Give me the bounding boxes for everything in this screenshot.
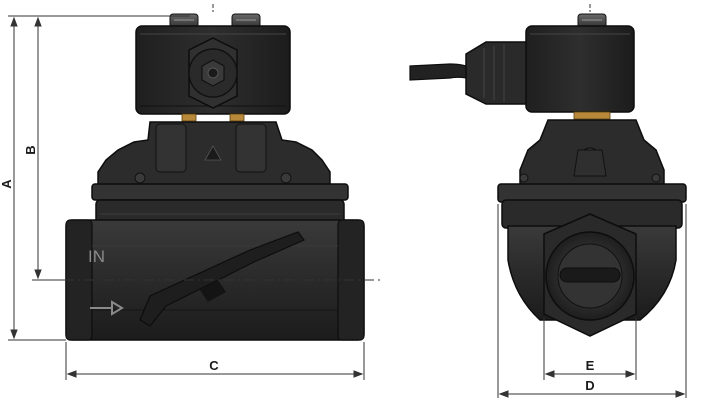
arrow-right-icon — [90, 300, 124, 316]
dimension-a-label: A — [0, 179, 14, 189]
cable — [409, 63, 475, 81]
coil-top-nuts — [169, 13, 261, 29]
inlet-embossed-label: IN — [88, 247, 105, 266]
side-brass-washer — [573, 111, 611, 120]
brass-washers — [181, 113, 245, 122]
valve-bonnet — [97, 121, 331, 187]
side-bonnet — [519, 119, 665, 187]
front-view: IN — [65, 13, 365, 341]
side-valve-body — [507, 213, 677, 337]
cable-gland-connector — [465, 41, 531, 105]
dimension-e-label: E — [586, 358, 595, 373]
solenoid-coil — [135, 25, 291, 115]
side-view — [409, 13, 687, 337]
dimension-d-label: D — [585, 378, 594, 393]
dimension-labels: A B C E D — [0, 145, 595, 393]
side-solenoid-coil — [525, 25, 635, 113]
dimension-lines — [8, 4, 687, 398]
dimension-c-label: C — [209, 358, 219, 373]
dimension-b-label: B — [23, 145, 38, 154]
